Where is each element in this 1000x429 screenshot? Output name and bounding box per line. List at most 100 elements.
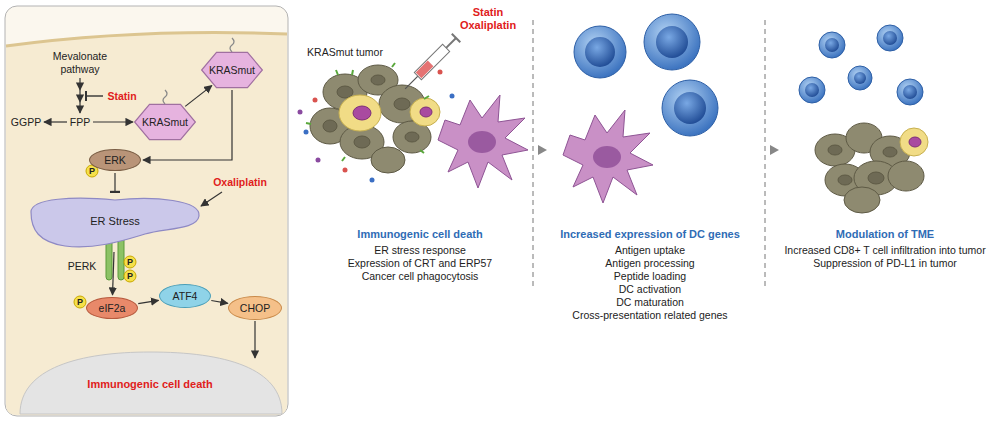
pathway-arrow bbox=[201, 192, 222, 206]
phospho-label: P bbox=[86, 165, 98, 177]
released-molecule bbox=[343, 168, 348, 173]
kras-protein: KRASmut bbox=[134, 104, 196, 140]
t-cell bbox=[877, 25, 903, 51]
released-molecule bbox=[298, 70, 455, 183]
t-cell bbox=[897, 79, 923, 105]
tumor-cell bbox=[888, 161, 924, 191]
dying-tumor-cell bbox=[420, 107, 432, 117]
pathway-label: Mevalonate pathway bbox=[43, 50, 117, 75]
chop-protein: CHOP bbox=[228, 296, 282, 320]
dendritic-cell bbox=[563, 110, 653, 203]
step-item: DC maturation bbox=[616, 296, 684, 309]
t-cell bbox=[799, 25, 923, 105]
t-cell bbox=[825, 38, 839, 52]
syringe bbox=[416, 61, 434, 79]
t-cell bbox=[574, 14, 718, 136]
connector bbox=[185, 86, 212, 107]
pathway-arrow bbox=[44, 121, 67, 122]
tumor-cell bbox=[354, 136, 370, 148]
dendritic-cell bbox=[438, 95, 528, 188]
drug-label: Statin bbox=[107, 90, 136, 103]
node-text: eIF2a bbox=[99, 302, 126, 315]
dying-tumor-cell bbox=[900, 128, 928, 156]
dying-tumor-cell bbox=[410, 98, 440, 126]
tumor-cell bbox=[868, 172, 884, 184]
phospho-label: P bbox=[124, 256, 136, 268]
inhibition-bar bbox=[86, 95, 103, 96]
calreticulin-spike bbox=[306, 63, 429, 161]
released-molecule bbox=[313, 98, 318, 103]
erk-protein: ERK bbox=[89, 149, 141, 171]
pathway-arrow bbox=[93, 121, 133, 122]
released-molecule bbox=[304, 130, 309, 135]
er-outline bbox=[31, 198, 199, 247]
calreticulin-spike bbox=[306, 63, 429, 161]
t-cell bbox=[644, 14, 700, 70]
step-heading: Immunogenic cell death bbox=[357, 228, 482, 241]
kras-anchor bbox=[163, 90, 167, 104]
released-molecule bbox=[438, 70, 443, 75]
node-text: ER Stress bbox=[90, 215, 140, 228]
step-item: Peptide loading bbox=[614, 270, 686, 283]
inhibition-bar bbox=[86, 91, 103, 101]
step-separator bbox=[533, 20, 534, 290]
hexagon-outline bbox=[202, 52, 263, 87]
t-cell bbox=[656, 26, 688, 58]
connector bbox=[113, 252, 115, 295]
phospho-dot bbox=[74, 296, 86, 308]
outcome-label: Immunogenic cell death bbox=[87, 378, 212, 391]
pathway-arrow bbox=[254, 321, 255, 358]
released-molecule bbox=[450, 94, 455, 99]
dendritic-cell bbox=[563, 110, 653, 203]
t-cell bbox=[903, 85, 917, 99]
tumor-cell bbox=[394, 98, 410, 110]
dendritic-cell bbox=[438, 95, 528, 188]
dying-tumor-cell bbox=[353, 106, 371, 120]
kras-anchor bbox=[230, 38, 234, 52]
tumor-cell bbox=[828, 145, 842, 155]
syringe bbox=[446, 38, 456, 48]
step-item: DC activation bbox=[619, 283, 681, 296]
dendritic-cell bbox=[468, 131, 496, 153]
t-cell bbox=[854, 72, 866, 84]
connector bbox=[138, 300, 158, 303]
atf4-protein: ATF4 bbox=[159, 284, 211, 308]
drug-label: Statin bbox=[473, 6, 504, 19]
pathway-arrow bbox=[79, 78, 80, 113]
node-text: KRASmut bbox=[209, 64, 255, 77]
step-item: Cancer cell phagocytosis bbox=[362, 270, 479, 283]
syringe bbox=[401, 34, 460, 93]
nucleus bbox=[20, 352, 282, 414]
cell-panel bbox=[5, 6, 288, 416]
step-heading: Modulation of TME bbox=[836, 228, 934, 241]
er-organelle: ER Stress bbox=[25, 194, 205, 250]
t-cell bbox=[848, 66, 872, 90]
dendritic-cell bbox=[593, 146, 621, 168]
t-cell bbox=[585, 37, 615, 67]
drug-label: Oxaliplatin bbox=[460, 19, 516, 32]
step-item: Expression of CRT and ERP57 bbox=[348, 257, 492, 270]
tumor-cell bbox=[844, 187, 880, 213]
metabolite-label: FPP bbox=[70, 116, 90, 129]
tumor-cell bbox=[337, 86, 353, 98]
t-cell bbox=[574, 26, 626, 78]
tumor-cell bbox=[323, 120, 337, 132]
step-separator bbox=[765, 20, 766, 290]
phospho-dot bbox=[124, 270, 136, 282]
drug-label: Oxaliplatin bbox=[213, 176, 267, 189]
connector bbox=[211, 301, 228, 304]
inhibition-bar bbox=[85, 91, 87, 101]
t-cell bbox=[662, 80, 718, 136]
node-text: CHOP bbox=[240, 302, 270, 315]
phospho-label: P bbox=[74, 296, 86, 308]
released-molecule bbox=[370, 178, 375, 183]
phospho-dot bbox=[124, 256, 136, 268]
t-cell bbox=[805, 83, 819, 97]
node-text: ATF4 bbox=[173, 290, 198, 303]
step-item: Antigen uptake bbox=[615, 244, 685, 257]
step-heading: Increased expression of DC genes bbox=[560, 228, 740, 241]
metabolite-label: GGPP bbox=[11, 116, 41, 129]
tumor-cell bbox=[883, 147, 897, 157]
cell-panel bbox=[6, 33, 287, 416]
